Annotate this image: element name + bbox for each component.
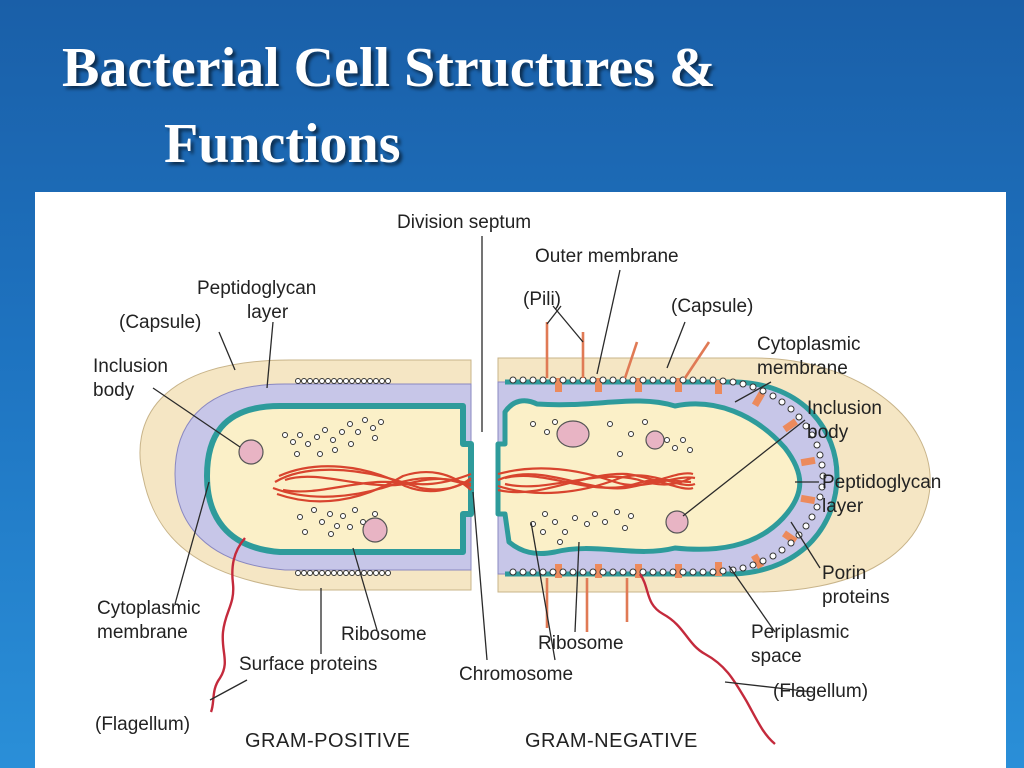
label-peptidoglycan-left-2: layer xyxy=(247,302,289,323)
outer-membrane-right xyxy=(505,379,840,577)
label-pili: (Pili) xyxy=(523,289,561,310)
label-division-septum: Division septum xyxy=(397,212,531,233)
label-peptidoglycan-left-1: Peptidoglycan xyxy=(197,278,316,299)
ribosomes-left xyxy=(282,417,384,537)
gram-positive-cell xyxy=(139,359,474,591)
gram-negative-cell xyxy=(495,357,931,593)
surface-proteins-bottom xyxy=(295,570,391,576)
label-cytoplasmic-membrane-right-2: membrane xyxy=(757,358,848,379)
label-inclusion-body-right-1: Inclusion xyxy=(807,398,882,419)
label-peptidoglycan-right-1: Peptidoglycan xyxy=(822,472,941,493)
caption-gram-positive: GRAM-POSITIVE xyxy=(245,730,410,752)
label-inclusion-body-left-2: body xyxy=(93,380,135,401)
label-peptidoglycan-right-2: layer xyxy=(822,496,864,517)
label-capsule-right: (Capsule) xyxy=(671,296,753,317)
outer-membrane-beads xyxy=(509,376,827,576)
chromosome-right xyxy=(497,467,696,495)
label-periplasmic-2: space xyxy=(751,646,802,667)
slide-title: Bacterial Cell Structures & Functions xyxy=(62,30,716,182)
label-inclusion-body-left-1: Inclusion xyxy=(93,356,168,377)
title-line-2: Functions xyxy=(164,113,401,175)
chromosome-left xyxy=(272,465,472,503)
inclusion-body-left-1 xyxy=(238,439,264,465)
label-porin-2: proteins xyxy=(822,587,890,608)
inclusion-body-left-2 xyxy=(362,517,388,543)
label-inclusion-body-right-2: body xyxy=(807,422,849,443)
label-outer-membrane: Outer membrane xyxy=(535,246,679,267)
surface-proteins-top xyxy=(295,378,391,384)
inclusion-body-right-2 xyxy=(645,430,665,450)
inclusion-body-right-3 xyxy=(665,510,689,534)
label-cytoplasmic-membrane-left-1: Cytoplasmic xyxy=(97,598,200,619)
inclusion-body-right-1 xyxy=(556,420,590,448)
label-cytoplasmic-membrane-right-1: Cytoplasmic xyxy=(757,334,860,355)
bacterial-cell-diagram: Division septum Outer membrane (Pili) (C… xyxy=(93,212,941,752)
label-porin-1: Porin xyxy=(822,563,866,584)
label-cytoplasmic-membrane-left-2: membrane xyxy=(97,622,188,643)
diagram-panel: Division septum Outer membrane (Pili) (C… xyxy=(35,192,1006,768)
ribosomes-right xyxy=(530,419,693,545)
flagellum-left xyxy=(209,537,246,713)
label-ribosome-left: Ribosome xyxy=(341,624,427,645)
label-ribosome-right: Ribosome xyxy=(538,633,624,654)
label-capsule-left: (Capsule) xyxy=(119,312,201,333)
caption-gram-negative: GRAM-NEGATIVE xyxy=(525,730,698,752)
title-line-1: Bacterial Cell Structures & xyxy=(62,37,716,99)
labels: Division septum Outer membrane (Pili) (C… xyxy=(93,212,941,752)
pili xyxy=(545,322,711,632)
label-chromosome: Chromosome xyxy=(459,664,573,685)
flagellum-right xyxy=(638,573,776,745)
leader-lines xyxy=(152,269,821,701)
label-surface-proteins: Surface proteins xyxy=(239,654,377,675)
label-periplasmic-1: Periplasmic xyxy=(751,622,849,643)
label-flagellum-right: (Flagellum) xyxy=(773,681,868,702)
label-flagellum-left: (Flagellum) xyxy=(95,714,190,735)
